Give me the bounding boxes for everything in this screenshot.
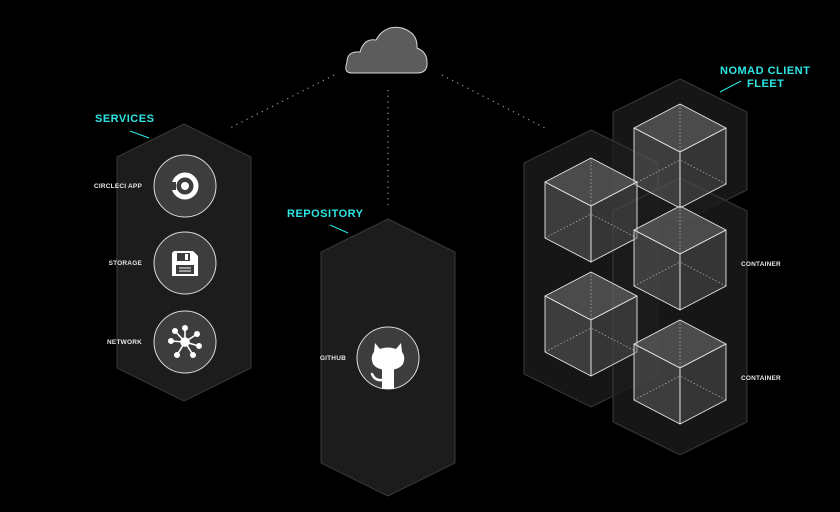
circleci-node[interactable]: CIRCLECI APP bbox=[94, 154, 217, 218]
repository-title-pointer bbox=[329, 224, 349, 234]
github-octocat-icon bbox=[370, 343, 405, 389]
cube-top-right bbox=[633, 103, 727, 209]
services-title: SERVICES bbox=[95, 113, 154, 125]
container-cubes bbox=[544, 103, 727, 425]
storage-label: STORAGE bbox=[109, 260, 143, 267]
container-label-2: CONTAINER bbox=[741, 375, 781, 382]
fleet-title-line2: FLEET bbox=[747, 78, 784, 90]
cube-left-upper bbox=[544, 157, 638, 263]
container-label-1: CONTAINER bbox=[741, 261, 781, 268]
cube-right-upper bbox=[633, 205, 727, 311]
github-node[interactable]: GITHUB bbox=[320, 326, 420, 390]
cloud-icon bbox=[345, 26, 428, 74]
github-label: GITHUB bbox=[320, 355, 346, 362]
network-label: NETWORK bbox=[107, 339, 142, 346]
circleci-logo-icon bbox=[170, 172, 199, 200]
cube-left-lower bbox=[544, 271, 638, 377]
services-title-pointer bbox=[129, 130, 150, 139]
network-node[interactable]: NETWORK bbox=[107, 310, 217, 374]
storage-node[interactable]: STORAGE bbox=[109, 231, 217, 295]
network-hub-icon bbox=[168, 324, 203, 358]
cloud-to-fleet-line bbox=[441, 74, 546, 129]
circleci-label: CIRCLECI APP bbox=[94, 183, 142, 190]
cube-right-lower bbox=[633, 319, 727, 425]
repository-group: REPOSITORY GITHUB bbox=[287, 208, 456, 497]
cloud-to-services-line bbox=[229, 74, 335, 129]
services-group: SERVICES CIRCLECI APP STORAGE bbox=[94, 113, 252, 402]
fleet-title-line1: NOMAD CLIENT bbox=[720, 65, 810, 77]
connection-lines bbox=[229, 74, 546, 205]
fleet-group: NOMAD CLIENT FLEET CONTAINER CONTAINER bbox=[523, 65, 810, 456]
fleet-title-pointer bbox=[719, 80, 742, 93]
repository-title: REPOSITORY bbox=[287, 208, 364, 220]
floppy-disk-icon bbox=[172, 251, 198, 276]
